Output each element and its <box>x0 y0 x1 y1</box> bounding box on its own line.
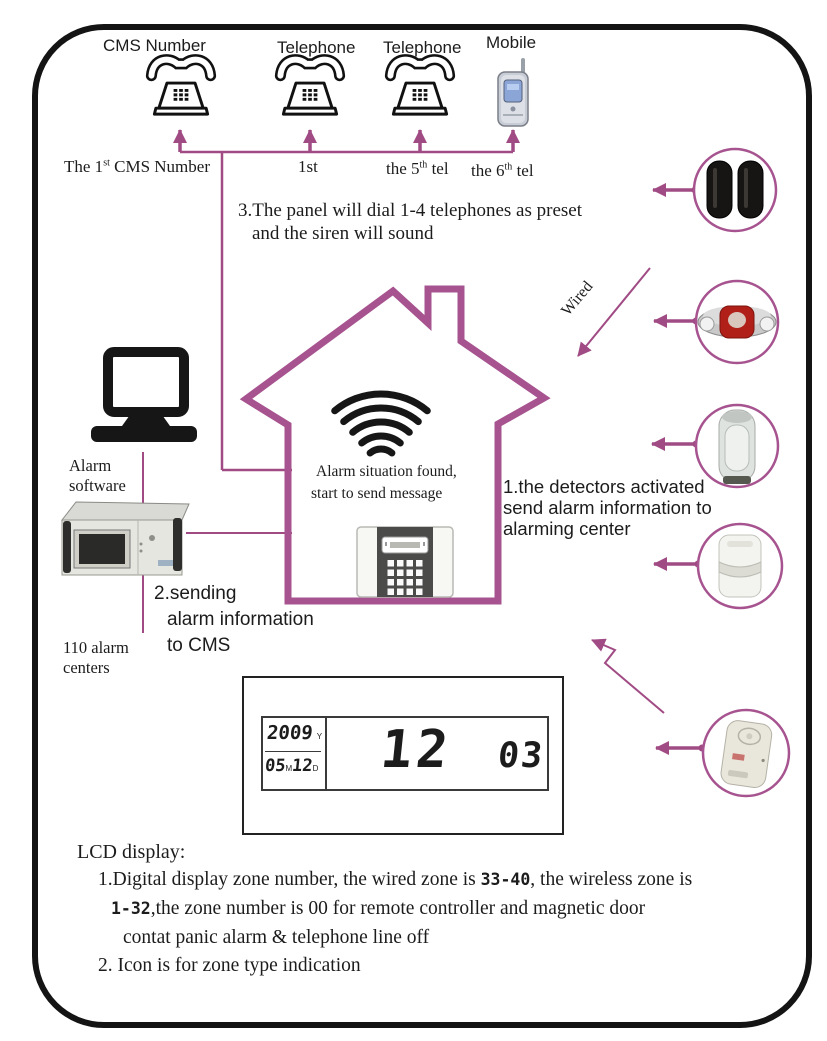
wall-mounted-detector-icon <box>720 720 773 788</box>
phone-sublabel-1st-cms: The 1st CMS Number <box>64 157 210 176</box>
house-outline <box>239 285 551 605</box>
curtain-detector-icon <box>718 409 756 484</box>
alarm-centers-label: 110 alarm centers <box>63 638 129 677</box>
lcd-note-1-line2: 1-32,the zone number is 00 for remote co… <box>111 898 646 919</box>
lcd-day-unit: D <box>312 764 319 773</box>
pir-motion-detector-icon <box>718 534 762 598</box>
lcd-note-1-line1: 1.Digital display zone number, the wired… <box>98 869 693 890</box>
lcd-year-unit: Y <box>316 732 323 741</box>
telephone-icon <box>280 60 339 114</box>
phone-label-telephone-1: Telephone <box>277 38 356 57</box>
step2-note: 2.sending alarm information to CMS <box>154 583 314 656</box>
lcd-display: 2009 Y 05M12D 12 03 <box>242 676 564 835</box>
infrared-beam-detector-icon <box>706 160 764 219</box>
cms-server-icon <box>60 501 190 576</box>
house-message-line2: start to send message <box>311 485 443 502</box>
phone-sublabel-1st: 1st <box>298 157 318 176</box>
lcd-date-cell: 2009 Y 05M12D <box>263 718 327 789</box>
mobile-phone-icon <box>497 58 529 127</box>
computer-icon <box>91 347 197 442</box>
wireless-signal-icon <box>331 390 431 457</box>
dialing-connector-lines <box>142 129 520 633</box>
lcd-month: 05 <box>263 756 287 776</box>
lcd-screen: 2009 Y 05M12D 12 03 <box>261 716 549 791</box>
phone-label-telephone-2: Telephone <box>383 38 462 57</box>
step3-note: 3.The panel will dial 1-4 telephones as … <box>238 200 583 244</box>
lcd-day: 12 <box>291 756 314 776</box>
step1-note: 1.the detectors activated send alarm inf… <box>503 476 712 539</box>
lcd-month-unit: M <box>285 764 293 773</box>
phone-label-mobile: Mobile <box>486 33 537 52</box>
page-border <box>32 24 812 1028</box>
alarm-software-label: Alarm software <box>69 456 126 495</box>
lcd-aux-number: 03 <box>495 736 547 776</box>
lcd-year: 2009 <box>265 722 314 744</box>
wireless-zigzag-arrow <box>591 638 665 714</box>
lcd-note-1-line3: contat panic alarm & telephone line off <box>123 927 430 948</box>
phone-label-cms: CMS Number <box>103 36 206 55</box>
telephone-icon <box>151 60 210 114</box>
lcd-divider <box>265 751 321 752</box>
alarm-panel-icon <box>356 526 454 598</box>
strobe-siren-icon <box>697 305 777 339</box>
lcd-zone-number: 12 <box>377 720 455 780</box>
phone-sublabel-6th-tel: the 6th tel <box>471 161 534 180</box>
wired-arrow <box>577 267 651 357</box>
lcd-note-2: 2. Icon is for zone type indication <box>98 955 361 976</box>
detector-connectors <box>651 183 706 755</box>
house-message-line1: Alarm situation found, <box>316 463 457 480</box>
phone-sublabel-5th-tel: the 5th tel <box>386 159 449 178</box>
telephone-icon <box>390 60 449 114</box>
lcd-notes-title: LCD display: <box>77 841 186 863</box>
